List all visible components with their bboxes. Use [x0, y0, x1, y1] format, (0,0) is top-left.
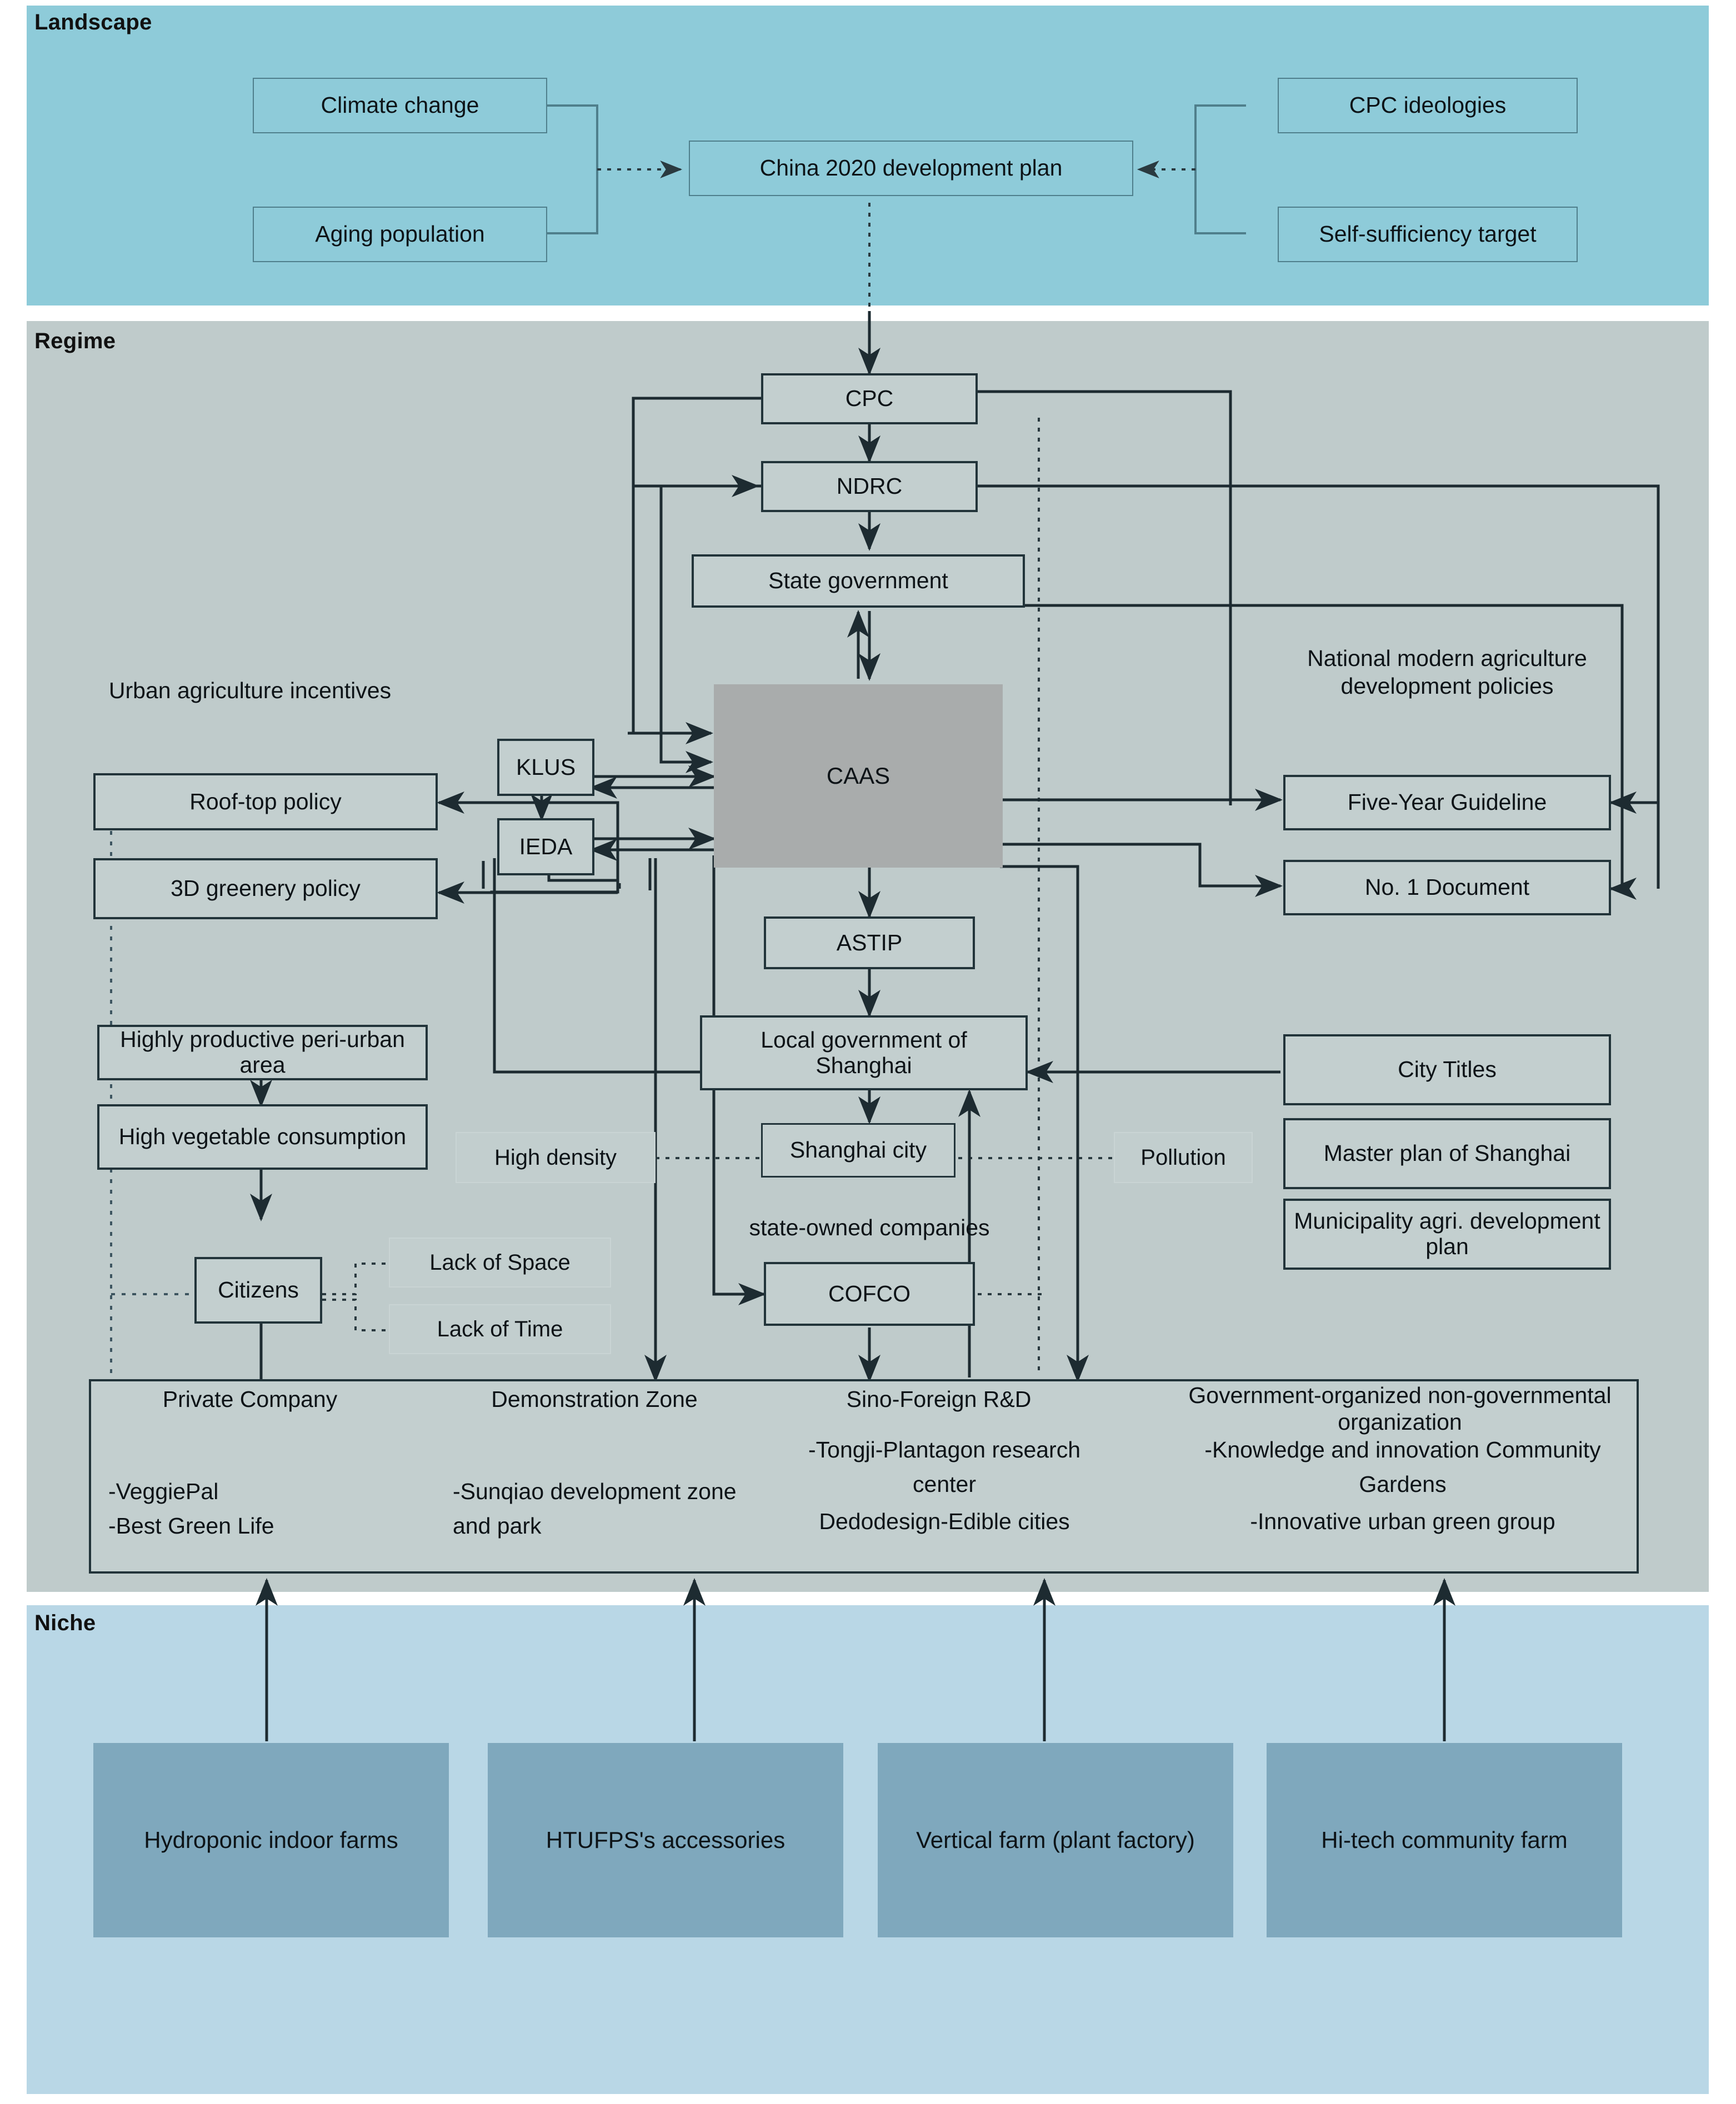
node-cofco[interactable]: COFCO: [764, 1262, 975, 1326]
list-item: -Sunqiao development zone and park: [453, 1479, 737, 1539]
node-five-year-guideline[interactable]: Five-Year Guideline: [1283, 775, 1611, 830]
regime-title: Regime: [34, 329, 116, 353]
node-cpc-ideologies[interactable]: CPC ideologies: [1278, 78, 1578, 133]
actor-head-sino-foreign-rd: Sino-Foreign R&D: [846, 1386, 1032, 1412]
node-city-titles[interactable]: City Titles: [1283, 1034, 1611, 1105]
node-high-vegetable-consumption[interactable]: High vegetable consumption: [97, 1104, 428, 1170]
node-master-plan-shanghai[interactable]: Master plan of Shanghai: [1283, 1118, 1611, 1189]
actor-head-private-company: Private Company: [162, 1386, 338, 1412]
label-pollution: Pollution: [1114, 1132, 1253, 1183]
label-lack-of-space: Lack of Space: [389, 1238, 611, 1288]
regime-actors-container: [89, 1379, 1639, 1574]
node-ndrc[interactable]: NDRC: [761, 461, 978, 512]
node-local-government-shanghai[interactable]: Local government of Shanghai: [700, 1015, 1028, 1090]
niche-title: Niche: [34, 1611, 96, 1635]
list-item: -Best Green Life: [108, 1512, 274, 1539]
node-cpc[interactable]: CPC: [761, 373, 978, 424]
node-rooftop-policy[interactable]: Roof-top policy: [93, 773, 438, 830]
actor-items-private-company: -VeggiePal -Best Green Life: [108, 1475, 397, 1543]
list-item: Dedodesign-Edible cities: [819, 1509, 1070, 1534]
niche-tile-vertical-farm[interactable]: Vertical farm (plant factory): [878, 1743, 1233, 1937]
node-citizens[interactable]: Citizens: [194, 1257, 322, 1324]
list-item: -Knowledge and innovation Community Gard…: [1204, 1437, 1601, 1497]
node-municipality-development-plan[interactable]: Municipality agri. development plan: [1283, 1199, 1611, 1270]
label-high-density: High density: [456, 1132, 656, 1183]
actor-head-gongo: Government-organized non-governmental or…: [1188, 1382, 1612, 1435]
list-item: -VeggiePal: [108, 1479, 219, 1504]
label-urban-agriculture-incentives: Urban agriculture incentives: [108, 678, 392, 703]
landscape-title: Landscape: [34, 10, 152, 34]
node-state-government[interactable]: State government: [692, 554, 1025, 608]
actor-items-sino-foreign-rd: -Tongji-Plantagon research center Dedode…: [794, 1433, 1094, 1539]
niche-tile-htufps-accessories[interactable]: HTUFPS's accessories: [488, 1743, 843, 1937]
node-peri-urban-area[interactable]: Highly productive peri-urban area: [97, 1025, 428, 1080]
node-caas[interactable]: CAAS: [714, 684, 1003, 868]
node-self-sufficiency-target[interactable]: Self-sufficiency target: [1278, 207, 1578, 262]
node-climate-change[interactable]: Climate change: [253, 78, 547, 133]
niche-tile-hi-tech-community-farm[interactable]: Hi-tech community farm: [1267, 1743, 1622, 1937]
node-china-2020-development-plan[interactable]: China 2020 development plan: [689, 141, 1133, 196]
niche-tile-hydroponic-indoor-farms[interactable]: Hydroponic indoor farms: [93, 1743, 449, 1937]
node-ieda[interactable]: IEDA: [497, 818, 594, 875]
actor-items-gongo: -Knowledge and innovation Community Gard…: [1178, 1433, 1628, 1539]
label-lack-of-time: Lack of Time: [389, 1304, 611, 1354]
label-national-agriculture-policies: National modern agriculture development …: [1307, 645, 1587, 699]
node-aging-population[interactable]: Aging population: [253, 207, 547, 262]
node-astip[interactable]: ASTIP: [764, 916, 975, 969]
node-3d-greenery-policy[interactable]: 3D greenery policy: [93, 858, 438, 919]
node-shanghai-city[interactable]: Shanghai city: [761, 1123, 955, 1178]
node-no1-document[interactable]: No. 1 Document: [1283, 860, 1611, 915]
list-item: -Innovative urban green group: [1250, 1509, 1555, 1534]
actor-head-demonstration-zone: Demonstration Zone: [491, 1386, 698, 1412]
actor-items-demonstration-zone: -Sunqiao development zone and park: [453, 1475, 775, 1543]
label-state-owned-companies: state-owned companies: [749, 1215, 990, 1240]
node-klus[interactable]: KLUS: [497, 739, 594, 796]
list-item: -Tongji-Plantagon research center: [808, 1437, 1080, 1497]
